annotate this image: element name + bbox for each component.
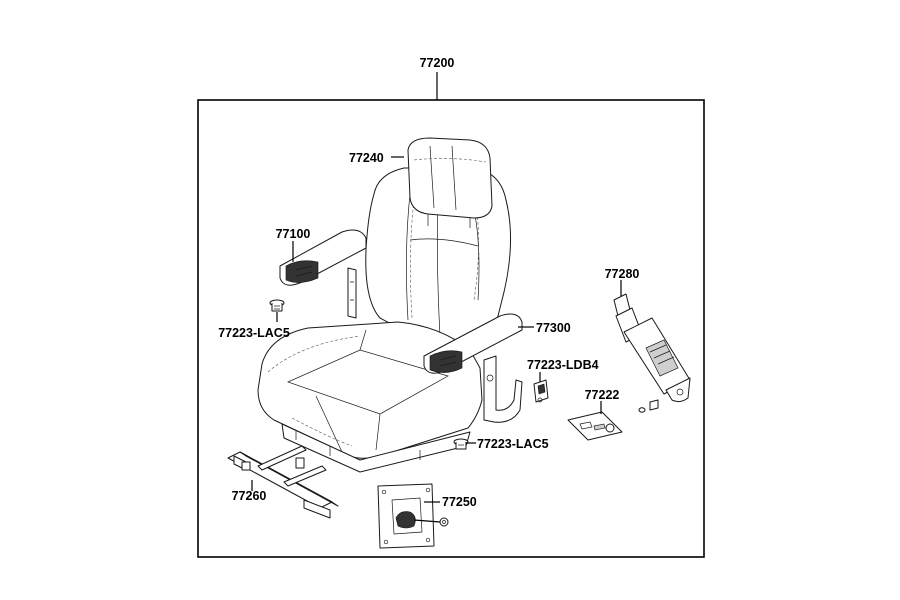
- label-left-armrest[interactable]: 77100: [276, 227, 311, 241]
- label-lower-fastener[interactable]: 77223-LAC5: [477, 437, 549, 451]
- seat-assembly: [257, 137, 523, 473]
- slide-rail: [227, 445, 339, 519]
- label-slide-rail[interactable]: 77260: [232, 489, 267, 503]
- switch-plate: [567, 411, 623, 441]
- switch-fastener: [533, 379, 549, 403]
- right-armrest: [423, 313, 523, 374]
- assembly-frame: [197, 99, 705, 558]
- swivel-plate: [377, 483, 449, 549]
- left-armrest: [279, 229, 367, 286]
- seat-belt: [613, 293, 691, 403]
- label-switch-plate[interactable]: 77222: [585, 388, 620, 402]
- label-switch-fastener[interactable]: 77223-LDB4: [527, 358, 599, 372]
- label-seat-belt[interactable]: 77280: [605, 267, 640, 281]
- belt-hardware: [638, 399, 659, 413]
- label-right-armrest[interactable]: 77300: [536, 321, 571, 335]
- label-headrest[interactable]: 77240: [349, 151, 384, 165]
- left-fastener: [269, 299, 285, 312]
- lower-fastener: [453, 438, 469, 450]
- headrest: [407, 137, 493, 219]
- label-swivel-plate[interactable]: 77250: [442, 495, 477, 509]
- label-assembly[interactable]: 77200: [420, 56, 455, 70]
- label-left-fastener[interactable]: 77223-LAC5: [218, 326, 290, 340]
